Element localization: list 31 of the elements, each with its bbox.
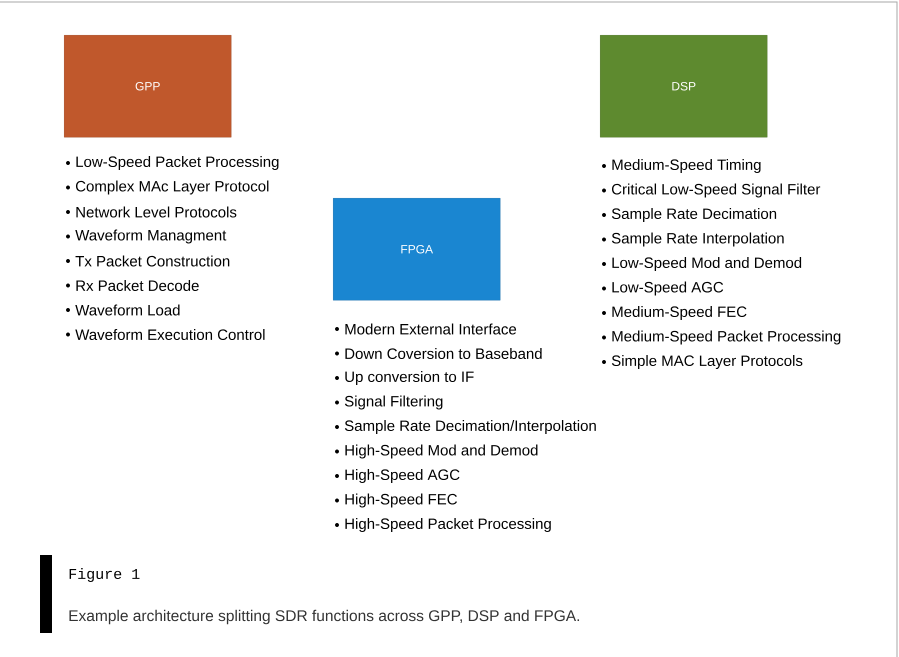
list-item: Network Level Protocols [76, 206, 236, 218]
list-item: Rx Packet Decode [76, 280, 199, 291]
figure-label: Figure 1 [70, 568, 140, 582]
list-item: Waveform Managment [75, 230, 226, 244]
list-item: High-Speed Packet Processing [345, 518, 551, 532]
list-item: Sample Rate Interpolation [612, 232, 784, 246]
processor-box: GPP [64, 35, 232, 138]
caption: Example architecture splitting SDR functions across GPP, DSP and FPGA. [69, 610, 580, 624]
list-item: Signal Filtering [344, 396, 442, 410]
list-item: Modern External Interface [345, 324, 516, 334]
processor-box: DSP [600, 35, 768, 138]
list-item: Sample Rate Decimation/Interpolation [344, 420, 596, 434]
list-item: Low-Speed AGC [612, 282, 724, 296]
list-item: Complex MAc Layer Protocol [76, 180, 268, 194]
list-item: Tx Packet Construction [76, 256, 230, 266]
list-item: Low-Speed Mod and Demod [612, 257, 802, 271]
list-item: High-Speed AGC [345, 469, 460, 483]
list-item: Up conversion to IF [345, 371, 474, 385]
list-item: Waveform Load [75, 304, 180, 316]
list-item: Medium-Speed Timing [612, 159, 761, 173]
list-item: Critical Low-Speed Signal Filter [612, 184, 820, 198]
list-item: Down Coversion to Baseband [345, 348, 542, 359]
list-item: Medium-Speed FEC [612, 306, 746, 320]
list-item: Sample Rate Decimation [612, 208, 776, 222]
list-item: High-Speed Mod and Demod [345, 444, 538, 458]
processor-box: FPGA [333, 198, 500, 300]
list-item: Waveform Execution Control [75, 329, 265, 340]
list-item: High-Speed FEC [345, 494, 457, 508]
list-item: Simple MAC Layer Protocols [612, 355, 802, 369]
list-item: Medium-Speed Packet Processing [612, 330, 840, 344]
list-item: Low-Speed Packet Processing [76, 156, 278, 170]
